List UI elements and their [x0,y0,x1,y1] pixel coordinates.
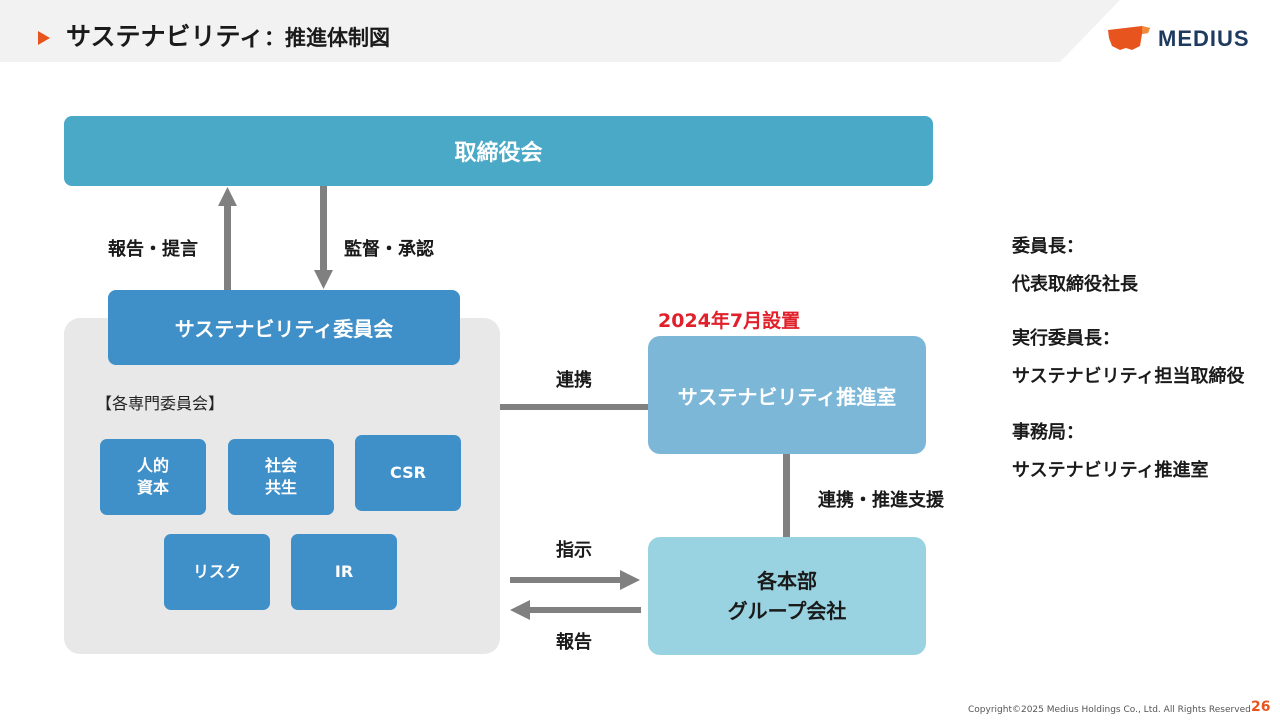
arrow-instruct [510,570,640,590]
title-marker-icon [38,31,50,45]
departments-group-companies-box: 各本部グループ会社 [648,537,926,655]
support-label: 連携・推進支援 [818,490,944,511]
sub-committee-csr: CSR [355,435,461,511]
page-title-main: サステナビリティ [66,22,265,51]
report-proposal-label: 報告・提言 [108,239,198,260]
sustainability-committee-box: サステナビリティ委員会 [108,290,460,365]
established-note: 2024年7月設置 [658,310,801,332]
chair-value: 代表取締役社長 [1012,274,1138,295]
line-link [500,404,648,410]
sub-committee-line: 資本 [136,478,169,497]
secretariat-label: 事務局： [1012,422,1084,443]
exec-chair-value: サステナビリティ担当取締役 [1012,366,1245,387]
page-number: 26 [1251,699,1271,715]
departments-line: 各本部 [757,569,817,593]
header-band [0,0,1280,62]
arrow-report-up [218,187,237,292]
sub-committee-risk: リスク [164,534,270,610]
promotion-office-box: サステナビリティ推進室 [648,336,926,454]
page-title: サステナビリティ：推進体制図 [66,20,390,55]
page-title-sub: ：推進体制図 [264,26,391,50]
group-companies-line: グループ会社 [727,599,847,623]
sub-committee-line: 社会 [264,456,297,475]
chair-label: 委員長： [1012,236,1084,257]
sub-committee-line: 人的 [136,456,169,475]
sub-committee-human-capital: 人的資本 [100,439,206,515]
sub-committee-social-coexistence: 社会共生 [228,439,334,515]
supervise-approve-label: 監督・承認 [344,239,434,260]
sub-committee-ir: IR [291,534,397,610]
sub-committees-label: 【各専門委員会】 [96,394,225,413]
instruct-label: 指示 [556,540,592,561]
sub-committee-line: 共生 [264,478,297,497]
board-of-directors-box: 取締役会 [64,116,933,186]
link-label: 連携 [556,370,592,391]
arrow-report-back [510,600,641,620]
exec-chair-label: 実行委員長： [1012,328,1120,349]
medius-logo-icon [1108,26,1150,50]
line-support [783,454,790,537]
report-label: 報告 [556,632,592,653]
arrow-supervise-down [314,186,333,289]
logo-text: MEDIUS [1158,26,1250,51]
copyright-text: Copyright©2025 Medius Holdings Co., Ltd.… [968,705,1251,715]
secretariat-value: サステナビリティ推進室 [1012,460,1209,481]
